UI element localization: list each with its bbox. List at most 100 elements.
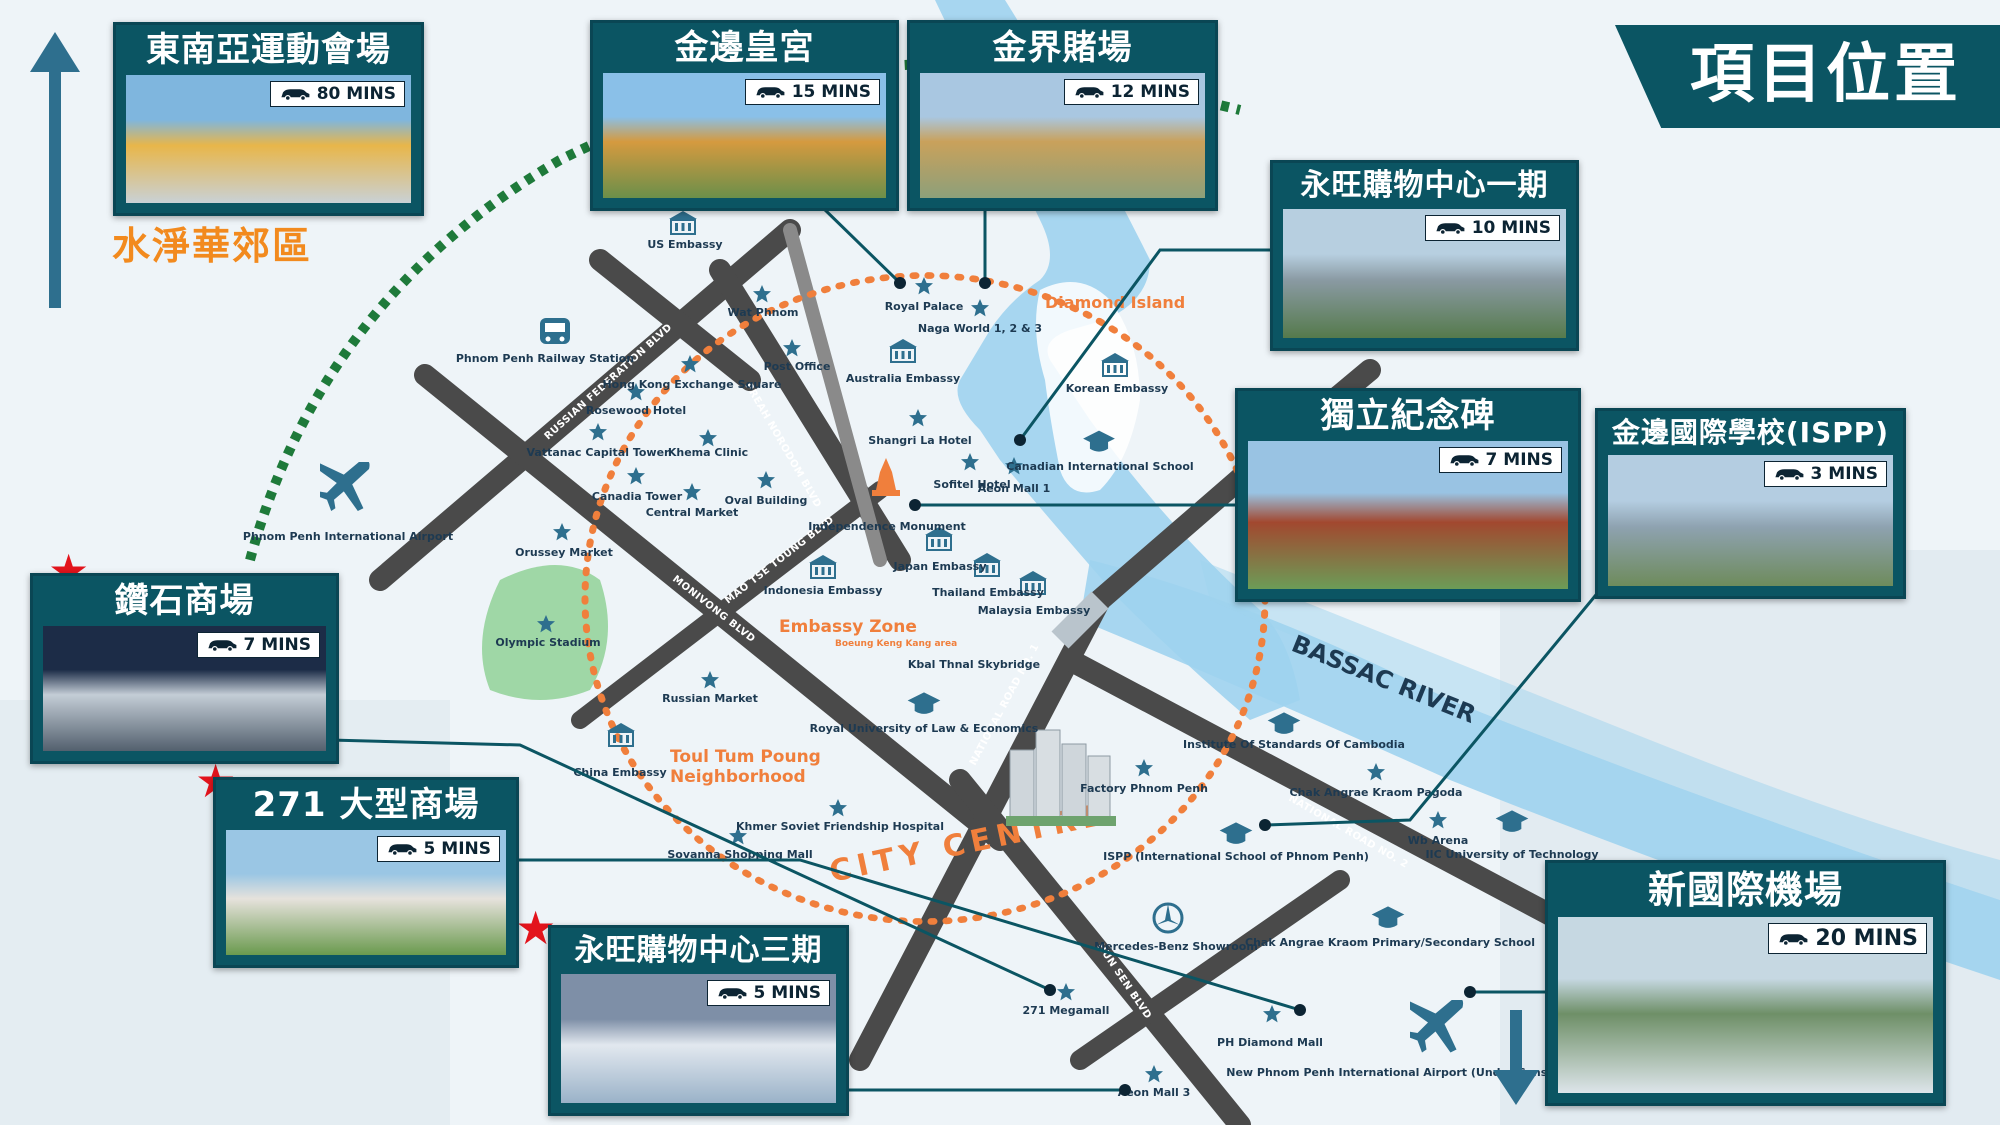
label-royal-palace: Royal Palace (885, 300, 964, 313)
car-icon (1075, 87, 1104, 99)
label-embassy-zone-sub: Boeung Keng Kang area (835, 639, 957, 649)
label-ph-diamond: PH Diamond Mall (1217, 1036, 1323, 1049)
travel-time-badge: 80 MINS (269, 81, 405, 107)
card-mall271: 271 大型商場 5 MINS (213, 777, 519, 968)
travel-time-badge: 7 MINS (196, 632, 320, 658)
label-china: China Embassy (573, 766, 666, 779)
road-mao-tse-toung (571, 481, 889, 729)
card-title: 永旺購物中心三期 (574, 933, 823, 968)
label-australia: Australia Embassy (846, 372, 960, 385)
label-canadian-school: Canadian International School (1006, 460, 1193, 473)
card-palace: 金邊皇宮 15 MINS (590, 20, 899, 211)
label-old-airport: Phnom Penh International Airport (243, 530, 453, 543)
project-building-render (1006, 729, 1116, 826)
label-indonesia: Indonesia Embassy (764, 584, 883, 597)
card-photo: 5 MINS (226, 830, 506, 955)
car-icon (1449, 455, 1478, 467)
label-us-embassy: US Embassy (647, 238, 722, 251)
travel-time: 20 MINS (1815, 926, 1918, 951)
car-icon (387, 844, 416, 856)
travel-time: 80 MINS (316, 84, 396, 104)
label-megamall: 271 Megamall (1023, 1004, 1110, 1017)
label-factory: Factory Phnom Penh (1080, 782, 1208, 795)
label-korean: Korean Embassy (1066, 382, 1168, 395)
label-aeon1: Aeon Mall 1 (978, 482, 1051, 495)
label-shangrila: Shangri La Hotel (868, 434, 971, 447)
label-oval: Oval Building (725, 494, 808, 507)
car-icon (756, 87, 785, 99)
tonle-sap-river (1200, 560, 2000, 900)
road-nr1 (849, 589, 1111, 1071)
card-photo: 80 MINS (126, 75, 411, 203)
travel-time-badge: 20 MINS (1768, 923, 1927, 954)
road-diagonal-nw (589, 249, 761, 391)
card-photo: 7 MINS (43, 626, 326, 751)
travel-time-badge: 15 MINS (744, 79, 880, 105)
road-nr2 (1059, 649, 1571, 931)
card-casino: 金界賭場 12 MINS (907, 20, 1218, 211)
card-photo: 15 MINS (603, 73, 886, 198)
label-neighborhood: Neighborhood (670, 767, 806, 787)
label-chak-pagoda: Chak Angrae Kraom Pagoda (1290, 786, 1463, 799)
label-toul-tum-poung: Toul Tum Poung (670, 747, 821, 767)
independence-monument-icon (872, 458, 900, 496)
travel-time-badge: 10 MINS (1424, 215, 1560, 241)
label-naga: Naga World 1, 2 & 3 (918, 322, 1042, 335)
diamond-island (1036, 282, 1140, 493)
label-railway: Phnom Penh Railway Station (456, 352, 634, 365)
road-hun-sen (949, 769, 1251, 1125)
connector-271 (510, 858, 1301, 1012)
label-chak-school: Chak Angrae Kraom Primary/Secondary Scho… (1245, 936, 1535, 949)
car-icon (717, 988, 746, 1000)
card-title: 金界賭場 (992, 28, 1133, 68)
card-photo: 5 MINS (561, 974, 836, 1103)
label-olympic: Olympic Stadium (495, 636, 600, 649)
road-east-1 (1089, 459, 1261, 611)
label-wb-arena: Wb Arena (1408, 834, 1469, 847)
travel-time: 5 MINS (753, 983, 821, 1003)
label-thailand: Thailand Embassy (932, 586, 1044, 599)
travel-time-badge: 5 MINS (376, 836, 500, 862)
car-icon (207, 640, 236, 652)
connector-aeon1 (1018, 248, 1270, 441)
label-institute: Institute Of Standards Of Cambodia (1183, 738, 1405, 751)
card-photo: 20 MINS (1558, 917, 1933, 1093)
north-arrow-icon (30, 32, 80, 308)
railway-icon (540, 318, 570, 344)
travel-time-badge: 5 MINS (706, 980, 830, 1006)
label-post-office: Post Office (764, 360, 831, 373)
card-stadium: 東南亞運動會場 80 MINS (113, 22, 424, 216)
travel-time: 5 MINS (423, 839, 491, 859)
card-ispp: 金邊國際學校(ISPP)3 MINS (1595, 408, 1906, 599)
card-photo: 12 MINS (920, 73, 1205, 198)
road-palace-arc (783, 223, 887, 567)
car-icon (1436, 223, 1465, 235)
header-banner (1615, 25, 2000, 128)
car-icon (1774, 469, 1803, 481)
card-aeon3: 永旺購物中心三期 5 MINS (548, 925, 849, 1116)
label-independence: Independence Monument (808, 520, 966, 533)
travel-time: 15 MINS (791, 82, 871, 102)
card-title: 金邊皇宮 (674, 28, 815, 68)
connector-diamond-mall (329, 738, 1051, 992)
card-title: 鑽石商場 (114, 581, 255, 621)
label-aeon3: Aeon Mall 3 (1118, 1086, 1191, 1099)
label-khmer-soviet: Khmer Soviet Friendship Hospital (736, 820, 944, 833)
card-title: 東南亞運動會場 (146, 30, 391, 70)
card-title: 獨立紀念碑 (1320, 396, 1496, 436)
travel-time: 10 MINS (1471, 218, 1551, 238)
card-monument: 獨立紀念碑 7 MINS (1235, 388, 1581, 602)
travel-time-badge: 7 MINS (1438, 447, 1562, 473)
connector-palace (818, 203, 902, 285)
road-south (1070, 870, 1350, 1070)
travel-time: 7 MINS (1485, 450, 1553, 470)
olympic-stadium-area (482, 565, 608, 700)
label-rule: Royal University of Law & Economics (810, 722, 1039, 735)
label-malaysia: Malaysia Embassy (978, 604, 1091, 617)
card-title: 271 大型商場 (252, 785, 480, 825)
card-photo: 10 MINS (1283, 209, 1566, 338)
label-sovanna: Sovanna Shopping Mall (667, 848, 812, 861)
label-orussey: Orussey Market (515, 546, 613, 559)
travel-time-badge: 12 MINS (1063, 79, 1199, 105)
